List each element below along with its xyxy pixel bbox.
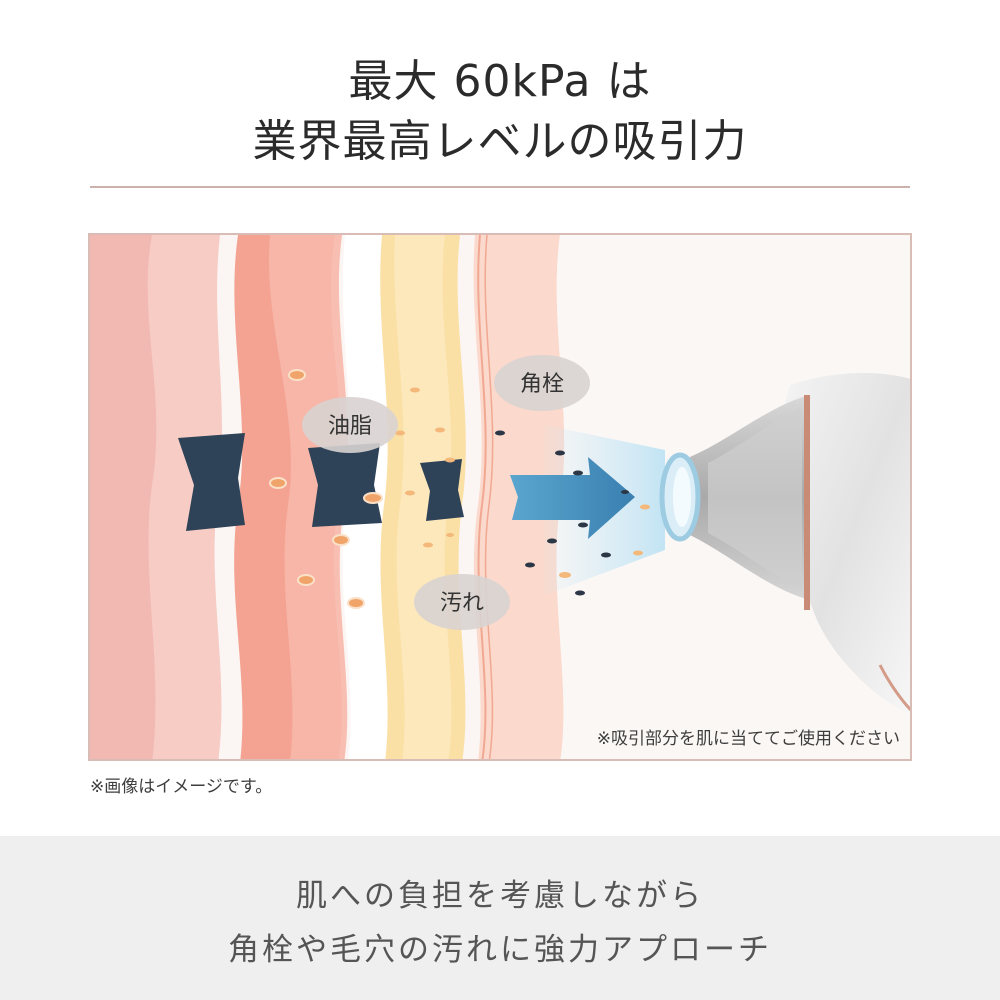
bottom-message-band: 肌への負担を考慮しながら 角栓や毛穴の汚れに強力アプローチ <box>0 836 1000 1000</box>
bottom-line-1: 肌への負担を考慮しながら <box>296 878 704 914</box>
headline: 最大 60kPa は 業界最高レベルの吸引力 <box>0 52 1000 172</box>
usage-note: ※吸引部分を肌に当ててご使用ください <box>596 729 900 749</box>
image-caption: ※画像はイメージです。 <box>90 777 273 797</box>
label-plug: 角栓 <box>520 372 564 397</box>
pore-device-icon <box>659 373 910 714</box>
bottom-line-2: 角栓や毛穴の汚れに強力アプローチ <box>228 932 772 968</box>
label-dirt: 汚れ <box>440 591 484 616</box>
skin-layers-icon: 油脂 角栓 汚れ <box>90 235 910 759</box>
suction-illustration: 油脂 角栓 汚れ ※吸引部分を肌に当ててご使用ください <box>88 233 912 761</box>
headline-divider <box>90 186 910 188</box>
headline-line-2: 業界最高レベルの吸引力 <box>252 116 748 167</box>
headline-line-1: 最大 60kPa は <box>348 56 652 107</box>
label-oil: 油脂 <box>328 414 372 439</box>
